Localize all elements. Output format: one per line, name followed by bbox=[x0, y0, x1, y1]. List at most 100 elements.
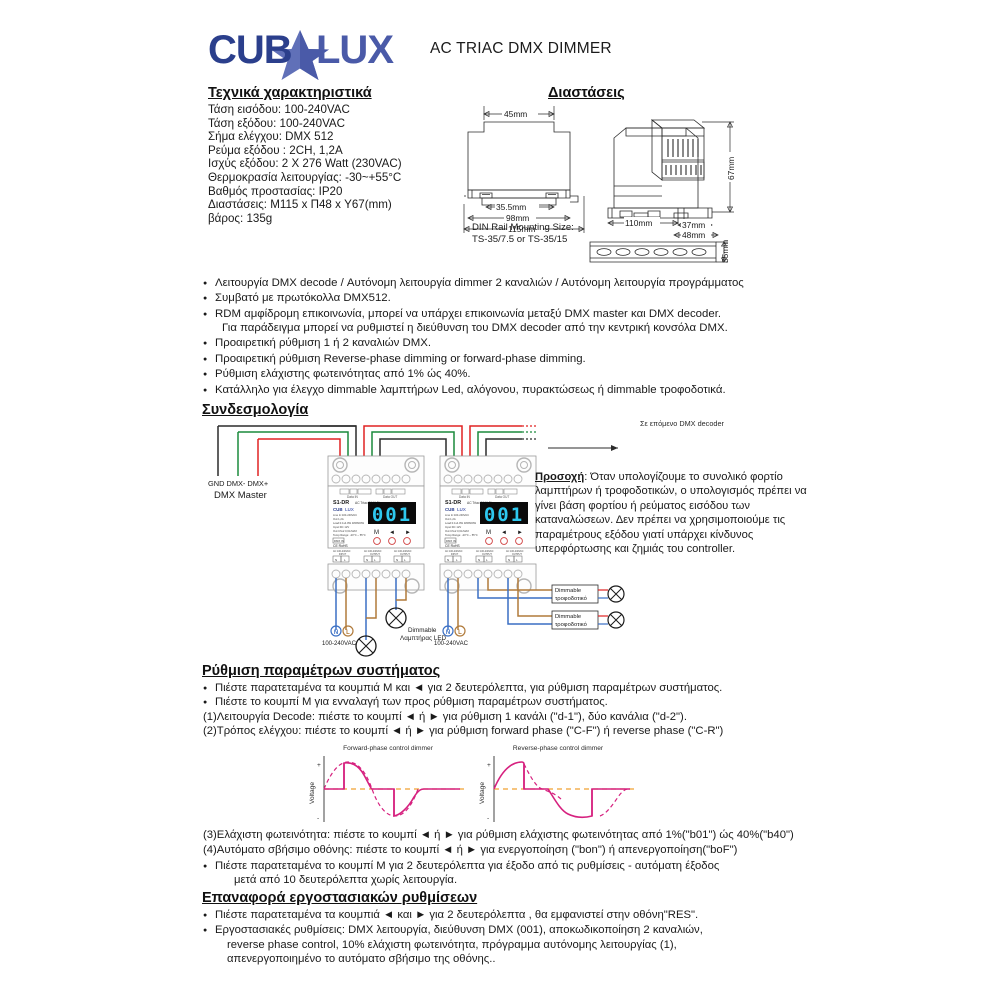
dim-110mm: 110mm bbox=[607, 217, 679, 229]
load-led-line1: Dimmable bbox=[408, 627, 437, 634]
warning-label: Προσοχή bbox=[535, 471, 585, 483]
spec-item: Τάση εξόδου: 100-240VAC bbox=[208, 116, 346, 130]
svg-text:N: N bbox=[334, 630, 338, 636]
chart-reverse-ylabel: Voltage bbox=[479, 782, 486, 804]
svg-text:115mm: 115mm bbox=[508, 224, 535, 234]
svg-text:48mm: 48mm bbox=[682, 230, 705, 240]
decoder-unit-1: Data IN Data OUT S1-DR AC Triac DMX Dimm… bbox=[327, 455, 425, 594]
svg-text:N: N bbox=[366, 558, 368, 562]
din-rail-note-line2: TS-35/7.5 or TS-35/15 bbox=[472, 233, 568, 245]
waveform-charts: Forward-phase control dimmer + - Voltage… bbox=[300, 742, 700, 827]
svg-text:OUTPUT: OUTPUT bbox=[370, 553, 380, 556]
cubalux-logo: CUB LUX bbox=[208, 28, 418, 80]
svg-text:Out:Chx2 0,6A MAX: Out:Chx2 0,6A MAX bbox=[445, 529, 469, 533]
spec-item: Σήμα ελέγχου: DMX 512 bbox=[208, 130, 334, 144]
feature-text-cont: Για παράδειγμα μπορεί να ρυθμιστεί η διε… bbox=[222, 321, 728, 334]
spec-item: βάρος: 135g bbox=[208, 211, 273, 225]
feature-item: Κατάλληλο για έλεγχο dimmable λαμπτήρων … bbox=[203, 383, 993, 398]
dim-35_5mm: 35.5mm bbox=[485, 201, 555, 213]
svg-text:Line In:100-240VAC: Line In:100-240VAC bbox=[445, 513, 469, 517]
dim-37mm: 37mm bbox=[677, 219, 713, 231]
device-iso-view bbox=[607, 119, 713, 224]
param-bullet: Πιέστε το κουμπί Μ για εvvαλαγή των προς… bbox=[203, 695, 993, 710]
param-numbered: (2)Τρόπος ελέγχου: πιέστε το κουμπί ◄ ή … bbox=[203, 725, 724, 738]
svg-text:Temp Range: -20°C ~ 55°C: Temp Range: -20°C ~ 55°C bbox=[445, 533, 478, 537]
param-numbered: (3)Ελάχιστη φωτεινότητα: πιέστε το κουμπ… bbox=[203, 829, 794, 841]
svg-text:L: L bbox=[516, 558, 518, 562]
svg-text:N: N bbox=[396, 558, 398, 562]
reset-heading: Επαναφορά εργοστασιακών ρυθμίσεων bbox=[202, 890, 478, 906]
reset-bullet: Πιέστε παρατεταμένα τα κουμπιά ◄ και ► γ… bbox=[203, 908, 993, 923]
reset-list: Πιέστε παρατεταμένα τα κουμπιά ◄ και ► γ… bbox=[203, 908, 993, 968]
din-rail-note-line1: DIN Rail Mounting Size: bbox=[472, 222, 574, 233]
svg-text:INPUT: INPUT bbox=[451, 553, 459, 556]
svg-text:L: L bbox=[344, 558, 346, 562]
svg-text:35.5mm: 35.5mm bbox=[496, 202, 526, 212]
svg-text:L: L bbox=[456, 558, 458, 562]
svg-text:N: N bbox=[478, 558, 480, 562]
svg-text:L: L bbox=[458, 630, 462, 636]
feature-item: Ρύθμιση ελάχιστης φωτεινότητας από 1% ώς… bbox=[203, 367, 993, 382]
dim-98mm: 98mm bbox=[467, 212, 571, 224]
svg-text:AC 100-240VAC: AC 100-240VAC bbox=[364, 550, 382, 553]
param-bullet-text: Πιέστε παρατεταμένα το κουμπί Μ για 2 δε… bbox=[215, 859, 720, 872]
chart-forward-title: Forward-phase control dimmer bbox=[343, 745, 434, 752]
svg-text:◄: ◄ bbox=[501, 530, 507, 536]
svg-text:OUTPUT: OUTPUT bbox=[400, 553, 410, 556]
svg-text:Out:1,2A: Out:1,2A bbox=[445, 517, 456, 521]
svg-text:Data OUT: Data OUT bbox=[495, 495, 509, 499]
svg-text:N: N bbox=[335, 558, 337, 562]
feature-item: Προαιρετική ρύθμιση Reverse-phase dimmin… bbox=[203, 352, 993, 367]
dmx-master-label: DMX Master bbox=[214, 490, 267, 501]
device-model-1: S1-DR bbox=[333, 500, 349, 506]
feature-text: Προαιρετική ρύθμιση Reverse-phase dimmin… bbox=[215, 352, 586, 365]
feature-item: Λειτουργία DMX decode / Αυτόνομη λειτουρ… bbox=[203, 276, 993, 291]
dim-67mm: 67mm bbox=[723, 121, 736, 213]
reset-bullet-cont1: reverse phase control, 10% ελάχιστη φωτε… bbox=[227, 938, 677, 951]
spec-item: Ισχύς εξόδου: 2 X 276 Watt (230VAC) bbox=[208, 157, 402, 171]
feature-item: Προαιρετική ρύθμιση 1 ή 2 καναλιών DMX. bbox=[203, 336, 993, 351]
spec-item: Τάση εισόδου: 100-240VAC bbox=[208, 103, 350, 116]
svg-text:Load:0.1x4.0W 480/600W: Load:0.1x4.0W 480/600W bbox=[445, 521, 477, 525]
spec-item: Βαθμός προστασίας: IP20 bbox=[208, 184, 343, 198]
load-led-line2: Λαμπτήρας LED bbox=[400, 635, 447, 642]
svg-text:CUB: CUB bbox=[445, 507, 455, 512]
svg-text:Dimmable: Dimmable bbox=[555, 588, 581, 594]
params-heading: Ρύθμιση παραμέτρων συστήματος bbox=[202, 663, 441, 679]
svg-text:L: L bbox=[404, 558, 406, 562]
chart-reverse-ytick-minus: - bbox=[487, 815, 489, 822]
spec-item: Ρεύμα εξόδου : 2CH, 1,2A bbox=[208, 143, 343, 157]
dimmable-psu-2: Dimmable τροφοδοτικό bbox=[551, 610, 625, 630]
reset-bullet-text: Εργοστασιακές ρυθμίσεις: DMX λειτουργία,… bbox=[215, 924, 703, 937]
device-display-1: 001 bbox=[372, 504, 412, 526]
feature-text: Λειτουργία DMX decode / Αυτόνομη λειτουρ… bbox=[215, 277, 744, 289]
svg-text:►: ► bbox=[517, 530, 523, 536]
svg-text:INPUT: INPUT bbox=[339, 553, 347, 556]
svg-text:DMX IN: DMX IN bbox=[446, 539, 456, 543]
chart-forward-ytick-minus: - bbox=[317, 815, 319, 822]
params-list: Πιέστε παρατεταμένα τα κουμπιά Μ και ◄ γ… bbox=[203, 681, 993, 739]
svg-text:DMX IN: DMX IN bbox=[334, 539, 344, 543]
decoder-unit-2: Data IN Data OUT S1-DR AC Triac DMX Dimm… bbox=[439, 455, 537, 594]
svg-text:Dimmable: Dimmable bbox=[555, 614, 581, 620]
warning-note: Προσοχή: Όταν υπολογίζουμε το συνολικό φ… bbox=[535, 470, 807, 556]
chart-reverse-title: Reverse-phase control dimmer bbox=[513, 745, 604, 752]
dimensions-drawing: 45mm 35.5mm bbox=[462, 100, 752, 265]
supply-label-2: 100-240VAC bbox=[434, 641, 469, 647]
features-list: Λειτουργία DMX decode / Αυτόνομη λειτουρ… bbox=[203, 276, 993, 398]
svg-text:Input:DC 12V: Input:DC 12V bbox=[333, 525, 349, 529]
svg-text:L: L bbox=[374, 558, 376, 562]
svg-text:CUB: CUB bbox=[208, 28, 292, 72]
svg-text:N: N bbox=[447, 558, 449, 562]
svg-text:CE RoHS: CE RoHS bbox=[445, 544, 460, 548]
supply-label-1: 100-240VAC bbox=[322, 641, 357, 647]
device-display-2: 001 bbox=[484, 504, 524, 526]
din-rail-drawing bbox=[589, 241, 717, 263]
product-title: AC TRIAC DMX DIMMER bbox=[430, 40, 612, 57]
svg-text:τροφοδοτικό: τροφοδοτικό bbox=[555, 621, 587, 628]
svg-text:M: M bbox=[374, 530, 379, 536]
feature-item: Συμβατό με πρωτόκολλα DMX512. bbox=[203, 291, 993, 306]
svg-text:98mm: 98mm bbox=[506, 213, 529, 223]
chart-reverse-phase: Reverse-phase control dimmer + - Voltage bbox=[479, 745, 636, 822]
